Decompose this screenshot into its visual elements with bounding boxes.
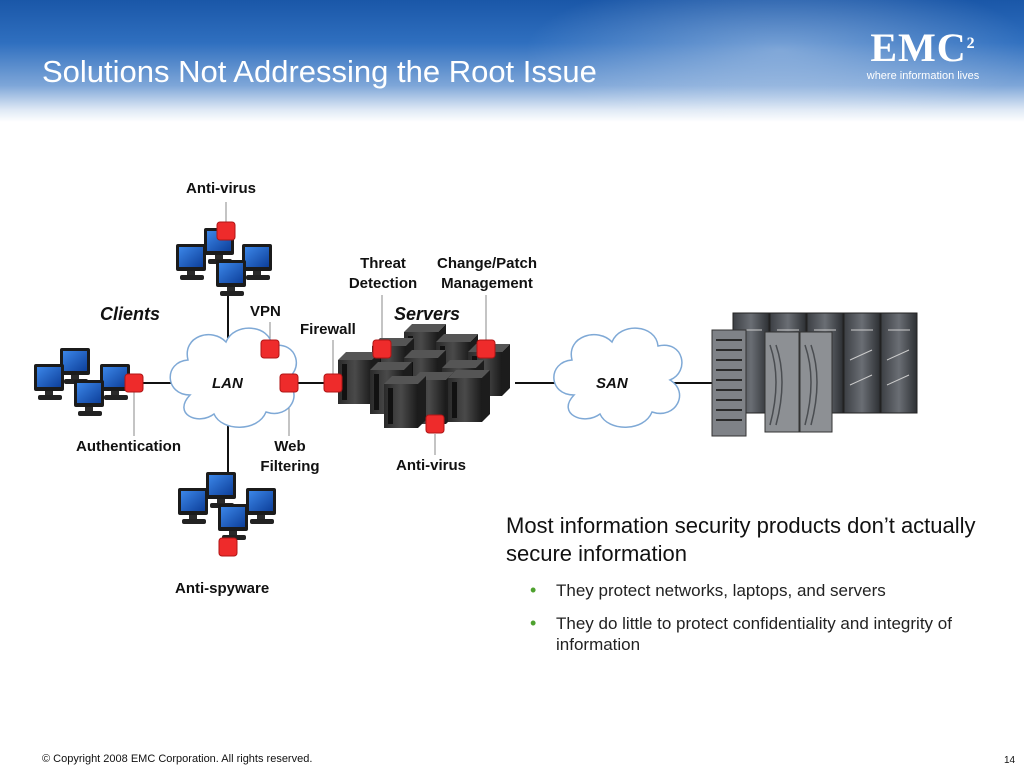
label-patch-line1: Change/Patch [436,255,538,272]
label-threat-line2: Detection [348,275,418,292]
logo-tagline: where information lives [866,70,980,82]
page-number: 14 [1004,755,1016,766]
label-antispyware: Anti-spyware [175,580,270,597]
header-banner [0,0,1024,122]
label-vpn: VPN [250,303,281,320]
marker-antivirus-servers [425,414,445,434]
bullet-dot: • [530,613,537,633]
label-web-line1: Web [274,438,306,455]
marker-patch-management [476,339,496,359]
client-cluster-bottom [178,472,276,540]
label-antivirus-servers: Anti-virus [396,457,467,474]
slide-title: Solutions Not Addressing the Root Issue [42,54,597,89]
label-firewall: Firewall [300,321,356,338]
marker-web-filtering [279,373,299,393]
label-web-line2: Filtering [260,458,320,475]
storage-array [711,312,918,437]
marker-antispyware [218,537,238,557]
bullet-item: • They protect networks, laptops, and se… [530,580,994,601]
copyright-footer: © Copyright 2008 EMC Corporation. All ri… [42,753,313,765]
bullet-text: They do little to protect confidentialit… [556,614,952,654]
logo-word: EMC2 [858,28,988,68]
label-antivirus-clients: Anti-virus [186,180,257,197]
marker-vpn [260,339,280,359]
marker-antivirus-clients [216,221,236,241]
label-authentication: Authentication [76,438,181,455]
emc-logo: EMC2 where information lives [858,28,988,84]
client-cluster-left [34,348,130,416]
bullet-text: They protect networks, laptops, and serv… [556,581,886,600]
bullet-dot: • [530,580,537,600]
bullet-item: • They do little to protect confidential… [530,613,994,655]
headline-text: Most information security products don’t… [506,513,976,566]
label-web-filtering: Web Filtering [254,437,326,477]
marker-threat-detection [372,339,392,359]
san-cloud [553,327,683,428]
label-threat-detection: Threat Detection [342,254,424,294]
logo-text: EMC [870,25,967,70]
group-label-clients: Clients [100,304,161,324]
network-label-san: SAN [596,375,628,392]
marker-authentication [124,373,144,393]
marker-firewall [323,373,343,393]
security-markers [124,221,496,557]
banner-glow [480,0,1024,122]
network-label-lan: LAN [212,375,243,392]
group-label-servers: Servers [394,304,461,324]
label-patch-management: Change/Patch Management [428,254,546,294]
label-threat-line1: Threat [360,255,406,272]
logo-superscript: 2 [966,35,976,52]
label-patch-line2: Management [441,275,533,292]
